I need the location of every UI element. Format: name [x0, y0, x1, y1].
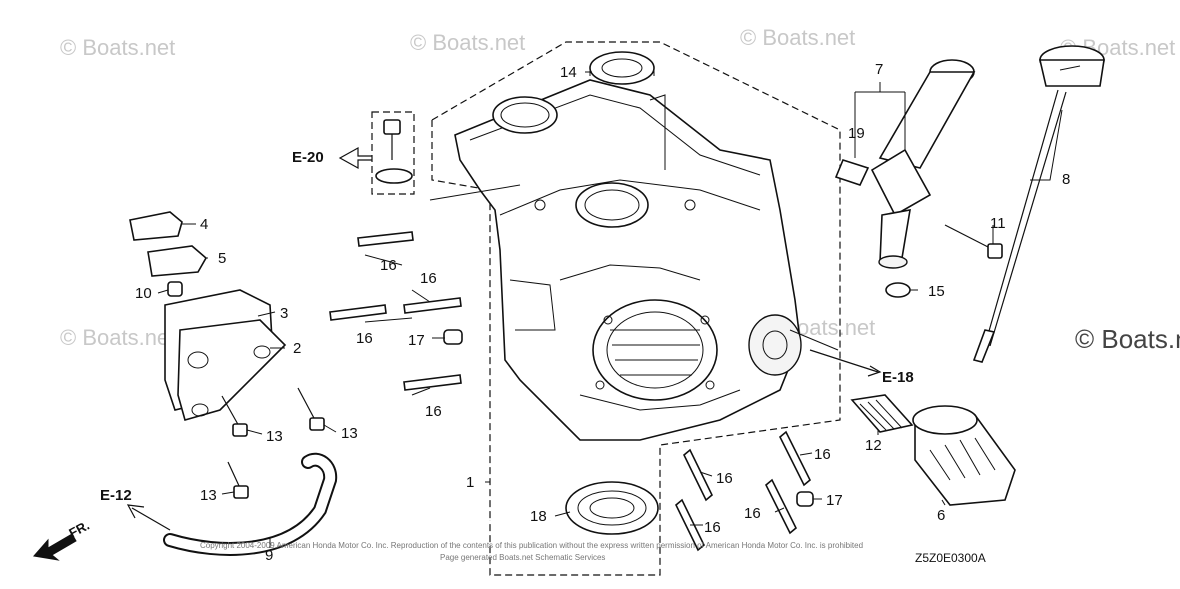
copyright-line: Copyright 2004-2009 American Honda Motor… [200, 541, 863, 550]
arrow-e18 [809, 349, 879, 373]
arrow-e12 [131, 507, 171, 531]
callout-16: 16 [716, 470, 733, 487]
callout-4: 4 [200, 216, 208, 233]
cylinder-block [454, 79, 802, 441]
callout-9: 9 [265, 547, 273, 564]
ref-e12[interactable]: E-12 [100, 487, 132, 504]
callout-16: 16 [704, 519, 721, 536]
oil-seal [589, 51, 655, 85]
assembly-boundary [431, 41, 841, 576]
callouts: 1 2 3 4 5 6 7 8 9 10 11 12 13 13 13 14 1… [135, 61, 1070, 564]
watermark: © Boats.net [740, 25, 855, 50]
ref-e18[interactable]: E-18 [882, 369, 914, 386]
o-ring [885, 282, 911, 298]
callout-16: 16 [356, 330, 373, 347]
generated-line: Page generated Boats.net Schematic Servi… [440, 553, 605, 562]
oil-filter [912, 405, 1016, 506]
callout-15: 15 [928, 283, 945, 300]
breather-hose [163, 452, 338, 556]
callout-18: 18 [530, 508, 547, 525]
callout-13: 13 [200, 487, 217, 504]
bolts-13 [221, 387, 325, 499]
callout-14: 14 [560, 64, 577, 81]
callout-19: 19 [848, 125, 865, 142]
cover-plates [129, 211, 208, 297]
callout-16: 16 [814, 446, 831, 463]
callout-17: 17 [826, 492, 843, 509]
callout-16: 16 [380, 257, 397, 274]
studs-16 [329, 231, 811, 552]
bolt-group-box [371, 111, 415, 195]
front-direction-arrow: FR. [33, 518, 92, 561]
dowel-pin [443, 329, 463, 345]
bolt-washer-group [375, 119, 413, 184]
leader-lines [157, 71, 1063, 548]
callout-3: 3 [280, 305, 288, 322]
filter-nipple [850, 394, 914, 433]
callout-13: 13 [341, 425, 358, 442]
dowel-pin [796, 491, 814, 507]
watermark: © Boats.net [60, 325, 175, 350]
callout-11: 11 [990, 215, 1006, 232]
diagram-code: Z5Z0E0300A [915, 551, 986, 565]
breather-cover [164, 289, 287, 421]
callout-12: 12 [865, 437, 882, 454]
watermark: © Boats.net [410, 30, 525, 55]
callout-16: 16 [420, 270, 437, 287]
callout-8: 8 [1062, 171, 1070, 188]
callout-1: 1 [466, 474, 474, 491]
watermark-corner: © Boats.n [1075, 324, 1180, 354]
ref-e20[interactable]: E-20 [292, 149, 324, 166]
bearing [565, 481, 659, 535]
callout-16: 16 [425, 403, 442, 420]
oil-filler-tube [834, 59, 976, 269]
callout-6: 6 [937, 507, 945, 524]
callout-16: 16 [744, 505, 761, 522]
callout-17: 17 [408, 332, 425, 349]
watermarks: © Boats.net © Boats.net © Boats.net © Bo… [60, 25, 1180, 354]
bolt-11 [944, 224, 1003, 259]
dipstick [972, 45, 1105, 363]
callout-2: 2 [293, 340, 301, 357]
callout-5: 5 [218, 250, 226, 267]
arrow-e20 [338, 146, 372, 170]
watermark: © Boats.net [60, 35, 175, 60]
callout-13: 13 [266, 428, 283, 445]
callout-10: 10 [135, 285, 152, 302]
callout-7: 7 [875, 61, 883, 78]
